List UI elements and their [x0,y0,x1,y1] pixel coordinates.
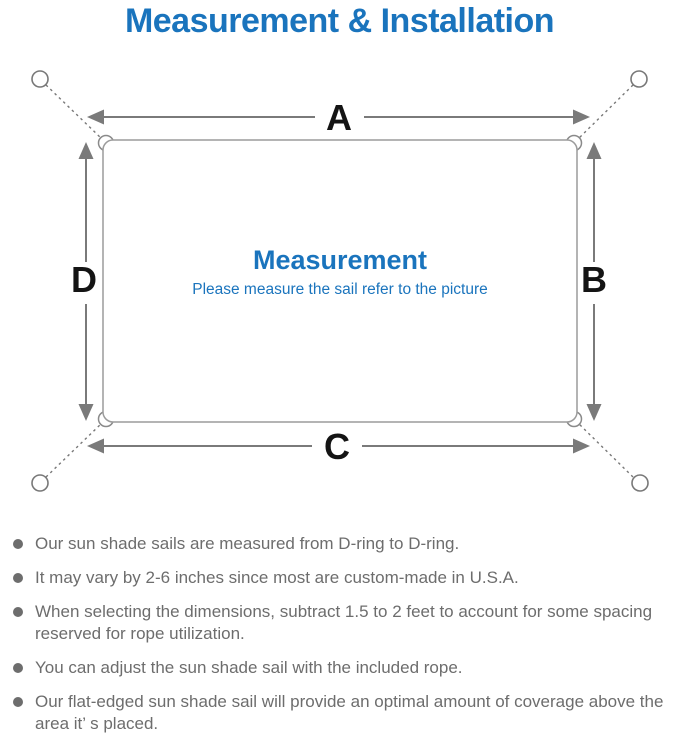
dimension-label-d: D [71,259,97,300]
rope-lines [45,84,634,478]
list-item: Our flat-edged sun shade sail will provi… [13,691,668,735]
list-item: When selecting the dimensions, subtract … [13,601,668,645]
dimension-arrow-a [87,109,590,125]
dashed-rope-line [45,422,103,478]
sail-outline [102,139,578,423]
anchor-point-icon [31,70,49,88]
list-item: It may vary by 2-6 inches since most are… [13,567,668,589]
list-item: You can adjust the sun shade sail with t… [13,657,668,679]
dimension-label-a: A [326,97,352,138]
measurement-notes-list: Our sun shade sails are measured from D-… [13,533,668,739]
bullet-icon [13,663,23,673]
bullet-icon [13,539,23,549]
sail-center-heading: Measurement [253,245,427,275]
dimension-arrow-c [87,438,590,454]
dashed-rope-line [45,84,103,140]
dimension-arrow-b [586,142,602,421]
anchor-point-icon [631,474,649,492]
note-text: It may vary by 2-6 inches since most are… [35,568,519,587]
bullet-icon [13,573,23,583]
dimension-label-b: B [581,259,607,300]
anchor-point-icons [31,70,649,492]
page-title: Measurement & Installation [124,2,555,40]
dimension-label-c: C [324,426,350,467]
dimension-arrow-d [78,142,94,421]
sail-measurement-diagram: A C D B Measurement Please measure the s… [31,70,649,492]
note-text: When selecting the dimensions, subtract … [35,602,653,643]
dashed-rope-line [577,84,634,140]
note-text: Our sun shade sails are measured from D-… [35,534,460,553]
dashed-rope-line [577,422,634,478]
anchor-point-icon [31,474,49,492]
bullet-icon [13,607,23,617]
note-text: You can adjust the sun shade sail with t… [35,658,463,677]
list-item: Our sun shade sails are measured from D-… [13,533,668,555]
bullet-icon [13,697,23,707]
sail-center-caption: Please measure the sail refer to the pic… [192,281,488,298]
anchor-point-icon [630,70,648,88]
note-text: Our flat-edged sun shade sail will provi… [35,692,664,733]
